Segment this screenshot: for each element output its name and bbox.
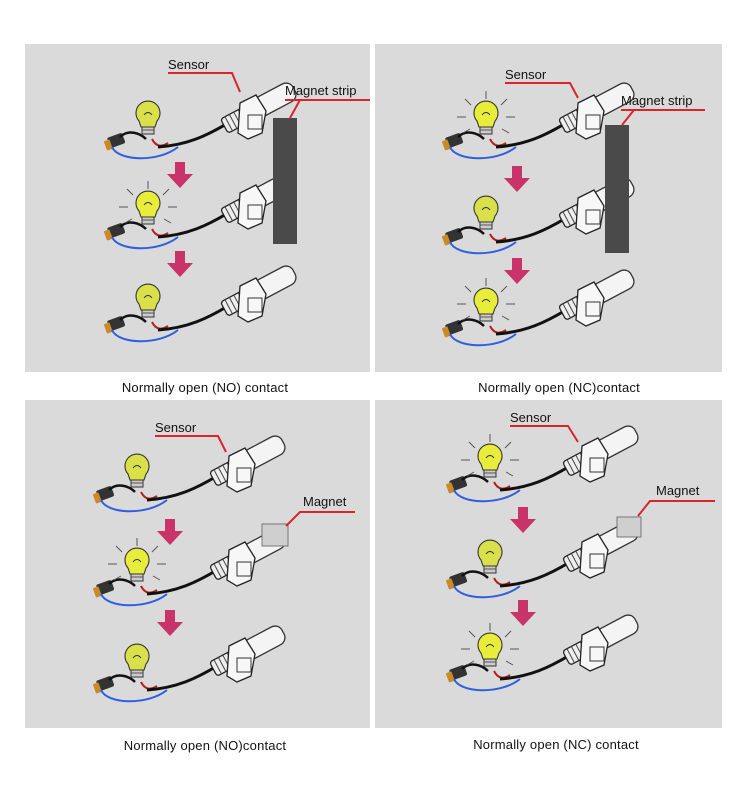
panel-no-strip (25, 44, 370, 372)
light-bulb-icon (118, 180, 178, 225)
panel-no-magnet (25, 400, 370, 728)
sensor-label: Sensor (168, 57, 210, 72)
leader-line (637, 500, 715, 517)
sensor-circuit (91, 525, 290, 607)
bulb-glass (477, 539, 503, 574)
caption-nc-strip: Normally open (NC)contact (478, 380, 640, 395)
caption-nc-magnet: Normally open (NC) contact (473, 737, 639, 752)
magnet-label: Magnet (656, 483, 700, 498)
light-bulb-icon (124, 643, 150, 678)
sensor-circuit (91, 621, 290, 703)
bulb-glass (124, 547, 150, 582)
down-arrow-icon (167, 251, 193, 277)
bulb-glass (473, 100, 499, 135)
light-bulb-icon (477, 539, 503, 574)
sensor-label: Sensor (505, 67, 547, 82)
sensor-circuit (91, 431, 290, 513)
light-bulb-icon (124, 453, 150, 488)
sensor-circuit (444, 421, 643, 503)
magnet-icon (273, 118, 297, 244)
sensor-label: Sensor (510, 410, 552, 425)
down-arrow-icon (504, 166, 530, 192)
down-arrow-icon (510, 507, 536, 533)
reed-sensor-icon (498, 421, 643, 492)
leader-line (510, 425, 579, 443)
bulb-glass (124, 453, 150, 488)
light-bulb-icon (456, 277, 516, 322)
sensor-circuit (444, 517, 643, 599)
sensor-circuit (102, 78, 301, 160)
reed-sensor-icon (145, 431, 290, 502)
sensor-circuit (444, 610, 643, 692)
bulb-glass (477, 443, 503, 478)
bulb-glass (135, 100, 161, 135)
sensor-circuit (102, 168, 301, 250)
bulb-glass (135, 283, 161, 318)
magnet-icon (616, 516, 642, 538)
leader-line (621, 109, 705, 126)
panel-nc-magnet (375, 400, 722, 728)
sensor-circuit (102, 261, 301, 343)
down-arrow-icon (504, 258, 530, 284)
magnet-strip-label: Magnet strip (285, 83, 357, 98)
down-arrow-icon (510, 600, 536, 626)
caption-no-strip: Normally open (NO) contact (121, 380, 289, 395)
light-bulb-icon (135, 283, 161, 318)
sensor-label: Sensor (155, 420, 197, 435)
caption-no-magnet: Normally open (NO)contact (123, 738, 287, 753)
panel-nc-strip (375, 44, 722, 372)
down-arrow-icon (157, 519, 183, 545)
leader-line (285, 511, 355, 527)
magnet-strip-label: Magnet strip (621, 93, 693, 108)
sensor-circuit (440, 265, 639, 347)
leader-line (168, 72, 241, 93)
light-bulb-icon (135, 100, 161, 135)
leader-line (155, 435, 227, 453)
bulb-glass (477, 632, 503, 667)
bulb-glass (135, 190, 161, 225)
light-bulb-icon (456, 90, 516, 135)
light-bulb-icon (460, 433, 520, 478)
leader-line (285, 99, 370, 119)
bulb-glass (124, 643, 150, 678)
magnet-icon (261, 523, 289, 547)
light-bulb-icon (107, 537, 167, 582)
light-bulb-icon (460, 622, 520, 667)
down-arrow-icon (157, 610, 183, 636)
leader-line (505, 82, 579, 99)
light-bulb-icon (473, 195, 499, 230)
bulb-glass (473, 287, 499, 322)
magnet-label: Magnet (303, 494, 347, 509)
magnet-icon (605, 125, 629, 253)
bulb-glass (473, 195, 499, 230)
down-arrow-icon (167, 162, 193, 188)
